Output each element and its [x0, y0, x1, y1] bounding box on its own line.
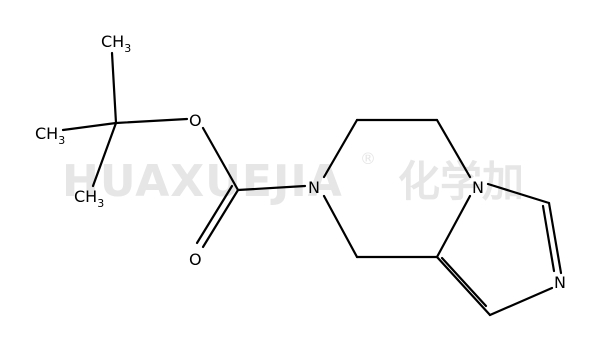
ester-oxygen-label: O: [189, 111, 202, 130]
bond-quaternary-c-to-ester-o: [114, 117, 189, 125]
watermark-latin: HUAXUEJIA: [62, 156, 343, 207]
methyl-top-label: CH3: [101, 32, 131, 55]
bond-carbonyl-double-a: [201, 188, 240, 249]
watermark-cjk: 化学加: [398, 157, 524, 206]
bond-ring-n-to-ch2-lower: [322, 194, 359, 259]
bond-carbonyl-c-to-n: [236, 184, 307, 192]
bond-ring-n-to-ch2-upper: [322, 118, 359, 179]
bond-quaternary-c-to-methyl-bottom: [91, 121, 118, 188]
bond-n-to-ch-lower: [488, 286, 554, 317]
bond-quaternary-c-to-methyl-left: [61, 121, 118, 132]
watermark-registered-mark: ®: [360, 149, 376, 168]
watermark: HUAXUEJIA ® 化学加: [62, 149, 524, 207]
bond-n-bridge-to-fused-c: [435, 194, 472, 259]
atom-labels: CH3 CH3 CH3 O O N N N: [35, 32, 566, 292]
bond-layer: [61, 51, 563, 317]
bond-ch-to-n-double-b: [541, 204, 556, 273]
bond-ch-to-n-double-a: [547, 201, 563, 275]
bond-ring-ch2-to-n-bridge: [435, 118, 472, 179]
bond-n-bridge-to-ch: [486, 182, 551, 205]
bond-ch-to-fused-c-double-a: [435, 255, 492, 317]
carbonyl-oxygen-label: O: [189, 250, 202, 269]
piperazine-nitrogen-label: N: [308, 178, 320, 197]
bond-carbonyl-double-b: [195, 184, 234, 245]
bond-ester-o-to-carbonyl-c: [201, 126, 240, 192]
bond-quaternary-c-to-methyl-top: [110, 51, 118, 125]
methyl-left-label: CH3: [35, 124, 65, 147]
bond-ch-to-fused-c-double-b: [440, 256, 488, 308]
methyl-bottom-label: CH3: [74, 187, 104, 210]
imidazole-nitrogen-label: N: [554, 273, 566, 292]
bridgehead-nitrogen-label: N: [472, 178, 484, 197]
